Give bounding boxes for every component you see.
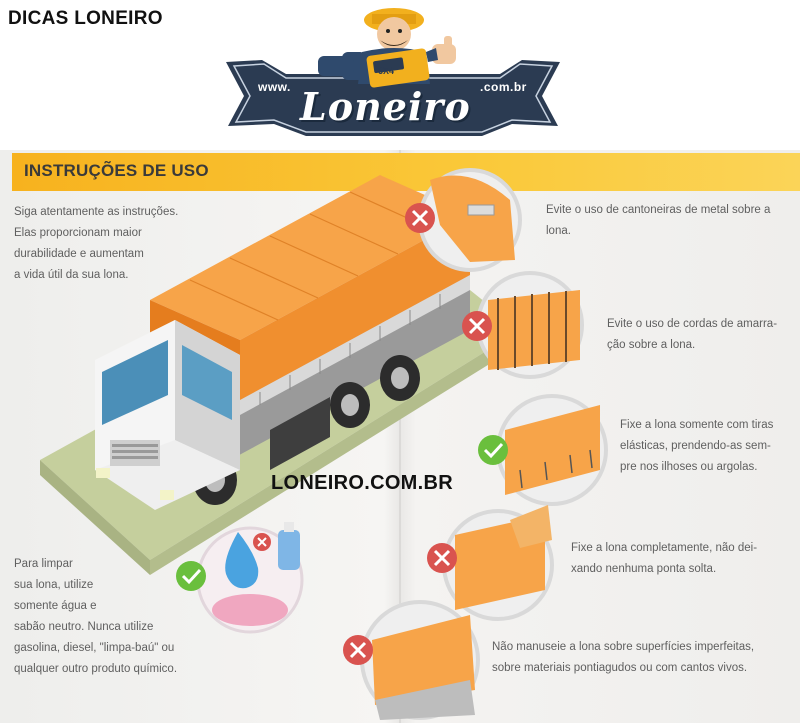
cab-side-window bbox=[182, 345, 232, 420]
tip-line: Não manuseie a lona sobre superfícies im… bbox=[492, 641, 755, 653]
mascot-mustache bbox=[380, 40, 408, 46]
cleaning-line: Para limpar bbox=[14, 558, 73, 570]
page-fold bbox=[399, 150, 401, 723]
watermark-text: LONEIRO.COM.BR bbox=[271, 472, 453, 494]
cleaning-line: somente água e bbox=[14, 600, 97, 612]
x-circle-icon bbox=[462, 311, 492, 341]
tip-line: sobre materiais pontiagudos ou com canto… bbox=[492, 662, 748, 674]
logo-banner-shape bbox=[226, 60, 560, 136]
logo-wordmark: Loneiro bbox=[300, 84, 471, 129]
zoom-circle-elastic bbox=[496, 394, 608, 506]
x-circle-icon bbox=[343, 635, 373, 665]
tip-line: elásticas, prendendo-as sem- bbox=[620, 440, 771, 452]
tip-elastic-straps: Fixe a lona somente com tiras elásticas,… bbox=[620, 415, 796, 478]
water-drop-icon bbox=[225, 532, 259, 589]
x-circle-icon bbox=[253, 533, 271, 551]
x-circle-icon bbox=[427, 543, 457, 573]
truck-cab bbox=[95, 320, 240, 510]
zoom-circle-ropes bbox=[476, 271, 584, 379]
zoom-circle-surface bbox=[360, 600, 480, 720]
tip-line: Fixe a lona completamente, não dei- bbox=[571, 542, 758, 554]
intro-text: Siga atentamente as instruções. Elas pro… bbox=[14, 202, 214, 286]
tip-line: ção sobre a lona. bbox=[607, 339, 696, 351]
logo-artwork bbox=[226, 8, 560, 136]
section-bar bbox=[12, 153, 800, 191]
logo-badge: 6X4 bbox=[378, 66, 395, 76]
zoom-circle-corner bbox=[418, 168, 522, 272]
cleaning-text: Para limpar sua lona, utilize somente ág… bbox=[14, 554, 214, 680]
tip-ropes: Evite o uso de cordas de amarra- ção sob… bbox=[607, 314, 797, 356]
status-icons bbox=[176, 203, 508, 665]
loneiro-logo: www. .com.br 6X4 Loneiro bbox=[222, 0, 564, 150]
bottle-icon bbox=[278, 530, 300, 570]
fuel-tank bbox=[270, 397, 330, 470]
logo-www-text: www. bbox=[258, 80, 291, 94]
tip-line: xando nenhuma ponta solta. bbox=[571, 563, 717, 575]
cab-windshield bbox=[102, 340, 168, 425]
tip-metal-corners: Evite o uso de cantoneiras de metal sobr… bbox=[546, 200, 796, 242]
check-circle-icon bbox=[478, 435, 508, 465]
tip-line: Evite o uso de cordas de amarra- bbox=[607, 318, 778, 330]
zoom-circle-cleaning bbox=[196, 522, 304, 634]
logo-domain-text: .com.br bbox=[480, 80, 527, 94]
page-title: DICAS LONEIRO bbox=[8, 8, 163, 29]
cleaning-line: sua lona, utilize bbox=[14, 579, 94, 591]
tip-line: Fixe a lona somente com tiras bbox=[620, 419, 774, 431]
intro-line: durabilidade e aumentam bbox=[14, 248, 144, 260]
x-circle-icon bbox=[405, 203, 435, 233]
intro-line: Elas proporcionam maior bbox=[14, 227, 142, 239]
check-circle-icon bbox=[176, 561, 206, 591]
mascot-face bbox=[377, 17, 411, 51]
tarp-side bbox=[240, 215, 470, 400]
intro-line: a vida útil da sua lona. bbox=[14, 269, 129, 281]
tip-line: pre nos ilhoses ou argolas. bbox=[620, 461, 758, 473]
cleaning-line: gasolina, diesel, "limpa-baú" ou bbox=[14, 642, 175, 654]
tip-line: lona. bbox=[546, 225, 571, 237]
mascot-figure bbox=[318, 8, 456, 88]
tip-line: Evite o uso de cantoneiras de metal sobr… bbox=[546, 204, 771, 216]
tip-fix-completely: Fixe a lona completamente, não dei- xand… bbox=[571, 538, 795, 580]
tip-surfaces: Não manuseie a lona sobre superfícies im… bbox=[492, 637, 797, 679]
intro-line: Siga atentamente as instruções. bbox=[14, 206, 179, 218]
section-title: INSTRUÇÕES DE USO bbox=[24, 161, 209, 180]
cleaning-line: sabão neutro. Nunca utilize bbox=[14, 621, 154, 633]
zoom-circle-loose bbox=[442, 505, 554, 621]
cleaning-line: qualquer outro produto químico. bbox=[14, 663, 178, 675]
